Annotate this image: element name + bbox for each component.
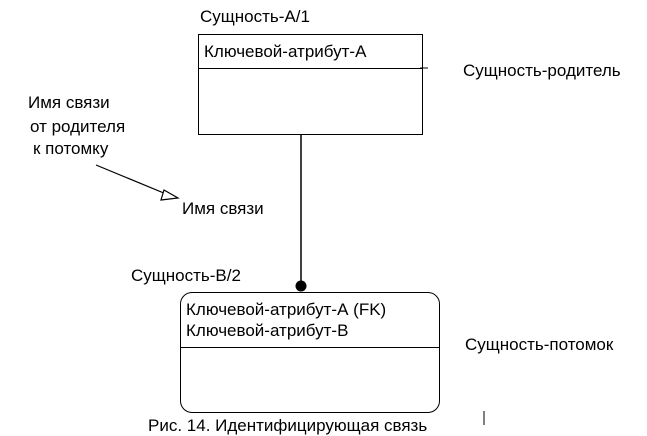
callout-arrow-line — [95, 164, 172, 197]
child-role-label: Сущность-потомок — [465, 335, 614, 354]
figure-caption: Рис. 14. Идентифицирующая связь — [148, 416, 428, 435]
parent-entity-box: Ключевой-атрибут-А — [198, 34, 423, 135]
relationship-name: Имя связи — [182, 199, 264, 218]
callout-line-1: Имя связи — [28, 93, 110, 112]
child-entity-name: Сущность-В/2 — [131, 266, 241, 285]
callout-line-2: от родителя — [30, 117, 126, 136]
parent-key-area: Ключевой-атрибут-А — [199, 35, 422, 69]
callout-arrow-head — [160, 189, 180, 201]
connector-layer — [95, 67, 428, 292]
child-key-attribute-2: Ключевой-атрибут-В — [186, 321, 349, 340]
child-key-attribute-1: Ключевой-атрибут-А (FK) — [186, 300, 387, 319]
figure-caption-clip: Рис. 14. Идентифицирующая связь — [140, 414, 490, 435]
child-key-area: Ключевой-атрибут-А (FK) Ключевой-атрибут… — [181, 293, 439, 348]
er-diagram: Сущность-А/1 Ключевой-атрибут-А Сущность… — [28, 7, 621, 435]
parent-entity-name: Сущность-А/1 — [200, 7, 310, 26]
callout-line-3: к потомку — [33, 139, 109, 158]
parent-key-attribute: Ключевой-атрибут-А — [204, 42, 367, 61]
relationship-dot — [295, 280, 307, 292]
child-entity-box: Ключевой-атрибут-А (FK) Ключевой-атрибут… — [180, 292, 440, 413]
parent-role-label: Сущность-родитель — [463, 61, 621, 80]
